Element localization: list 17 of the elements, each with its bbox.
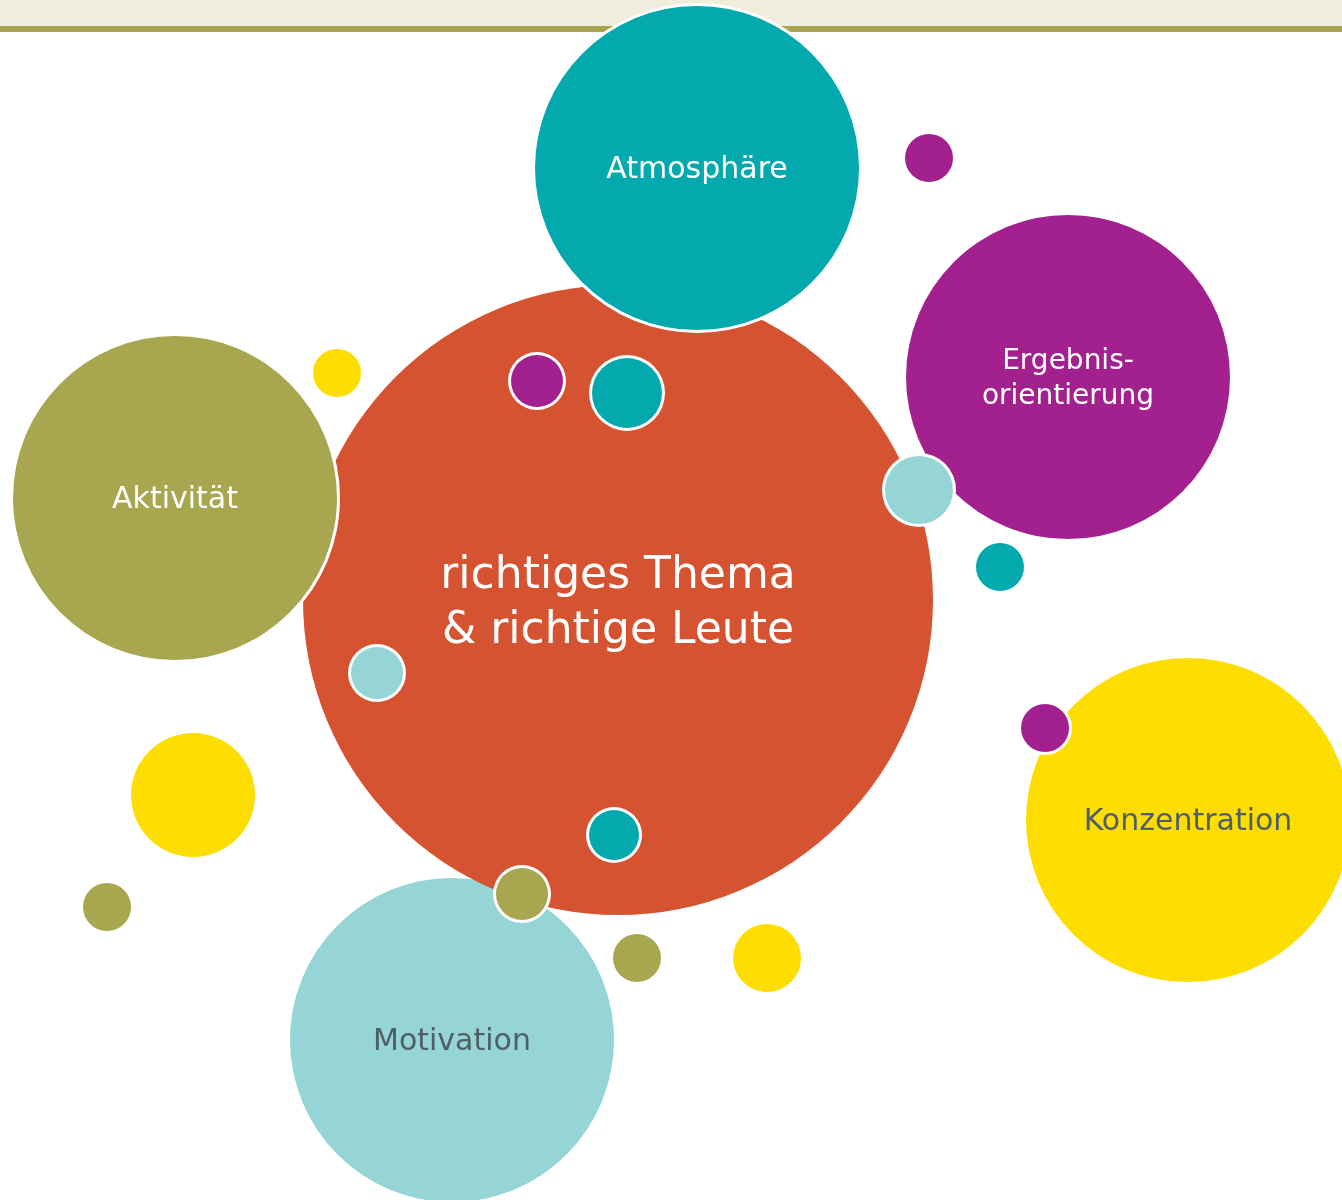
topic-label: Ergebnis-orientierung — [980, 342, 1156, 412]
topic-label: Konzentration — [1083, 801, 1293, 839]
topic-label: Motivation — [373, 1021, 531, 1059]
dot — [496, 868, 548, 920]
dot — [83, 883, 131, 931]
dot — [1021, 704, 1069, 752]
topic-label: richtiges Thema & richtige Leute — [439, 546, 797, 655]
topic-label: Aktivität — [112, 479, 238, 517]
dot — [613, 934, 661, 982]
dot — [511, 355, 563, 407]
dot — [589, 810, 639, 860]
dot — [905, 134, 953, 182]
dot — [351, 647, 403, 699]
dot — [885, 456, 953, 524]
dot — [592, 358, 662, 428]
topic-label: Atmosphäre — [606, 149, 788, 187]
dot — [976, 543, 1024, 591]
